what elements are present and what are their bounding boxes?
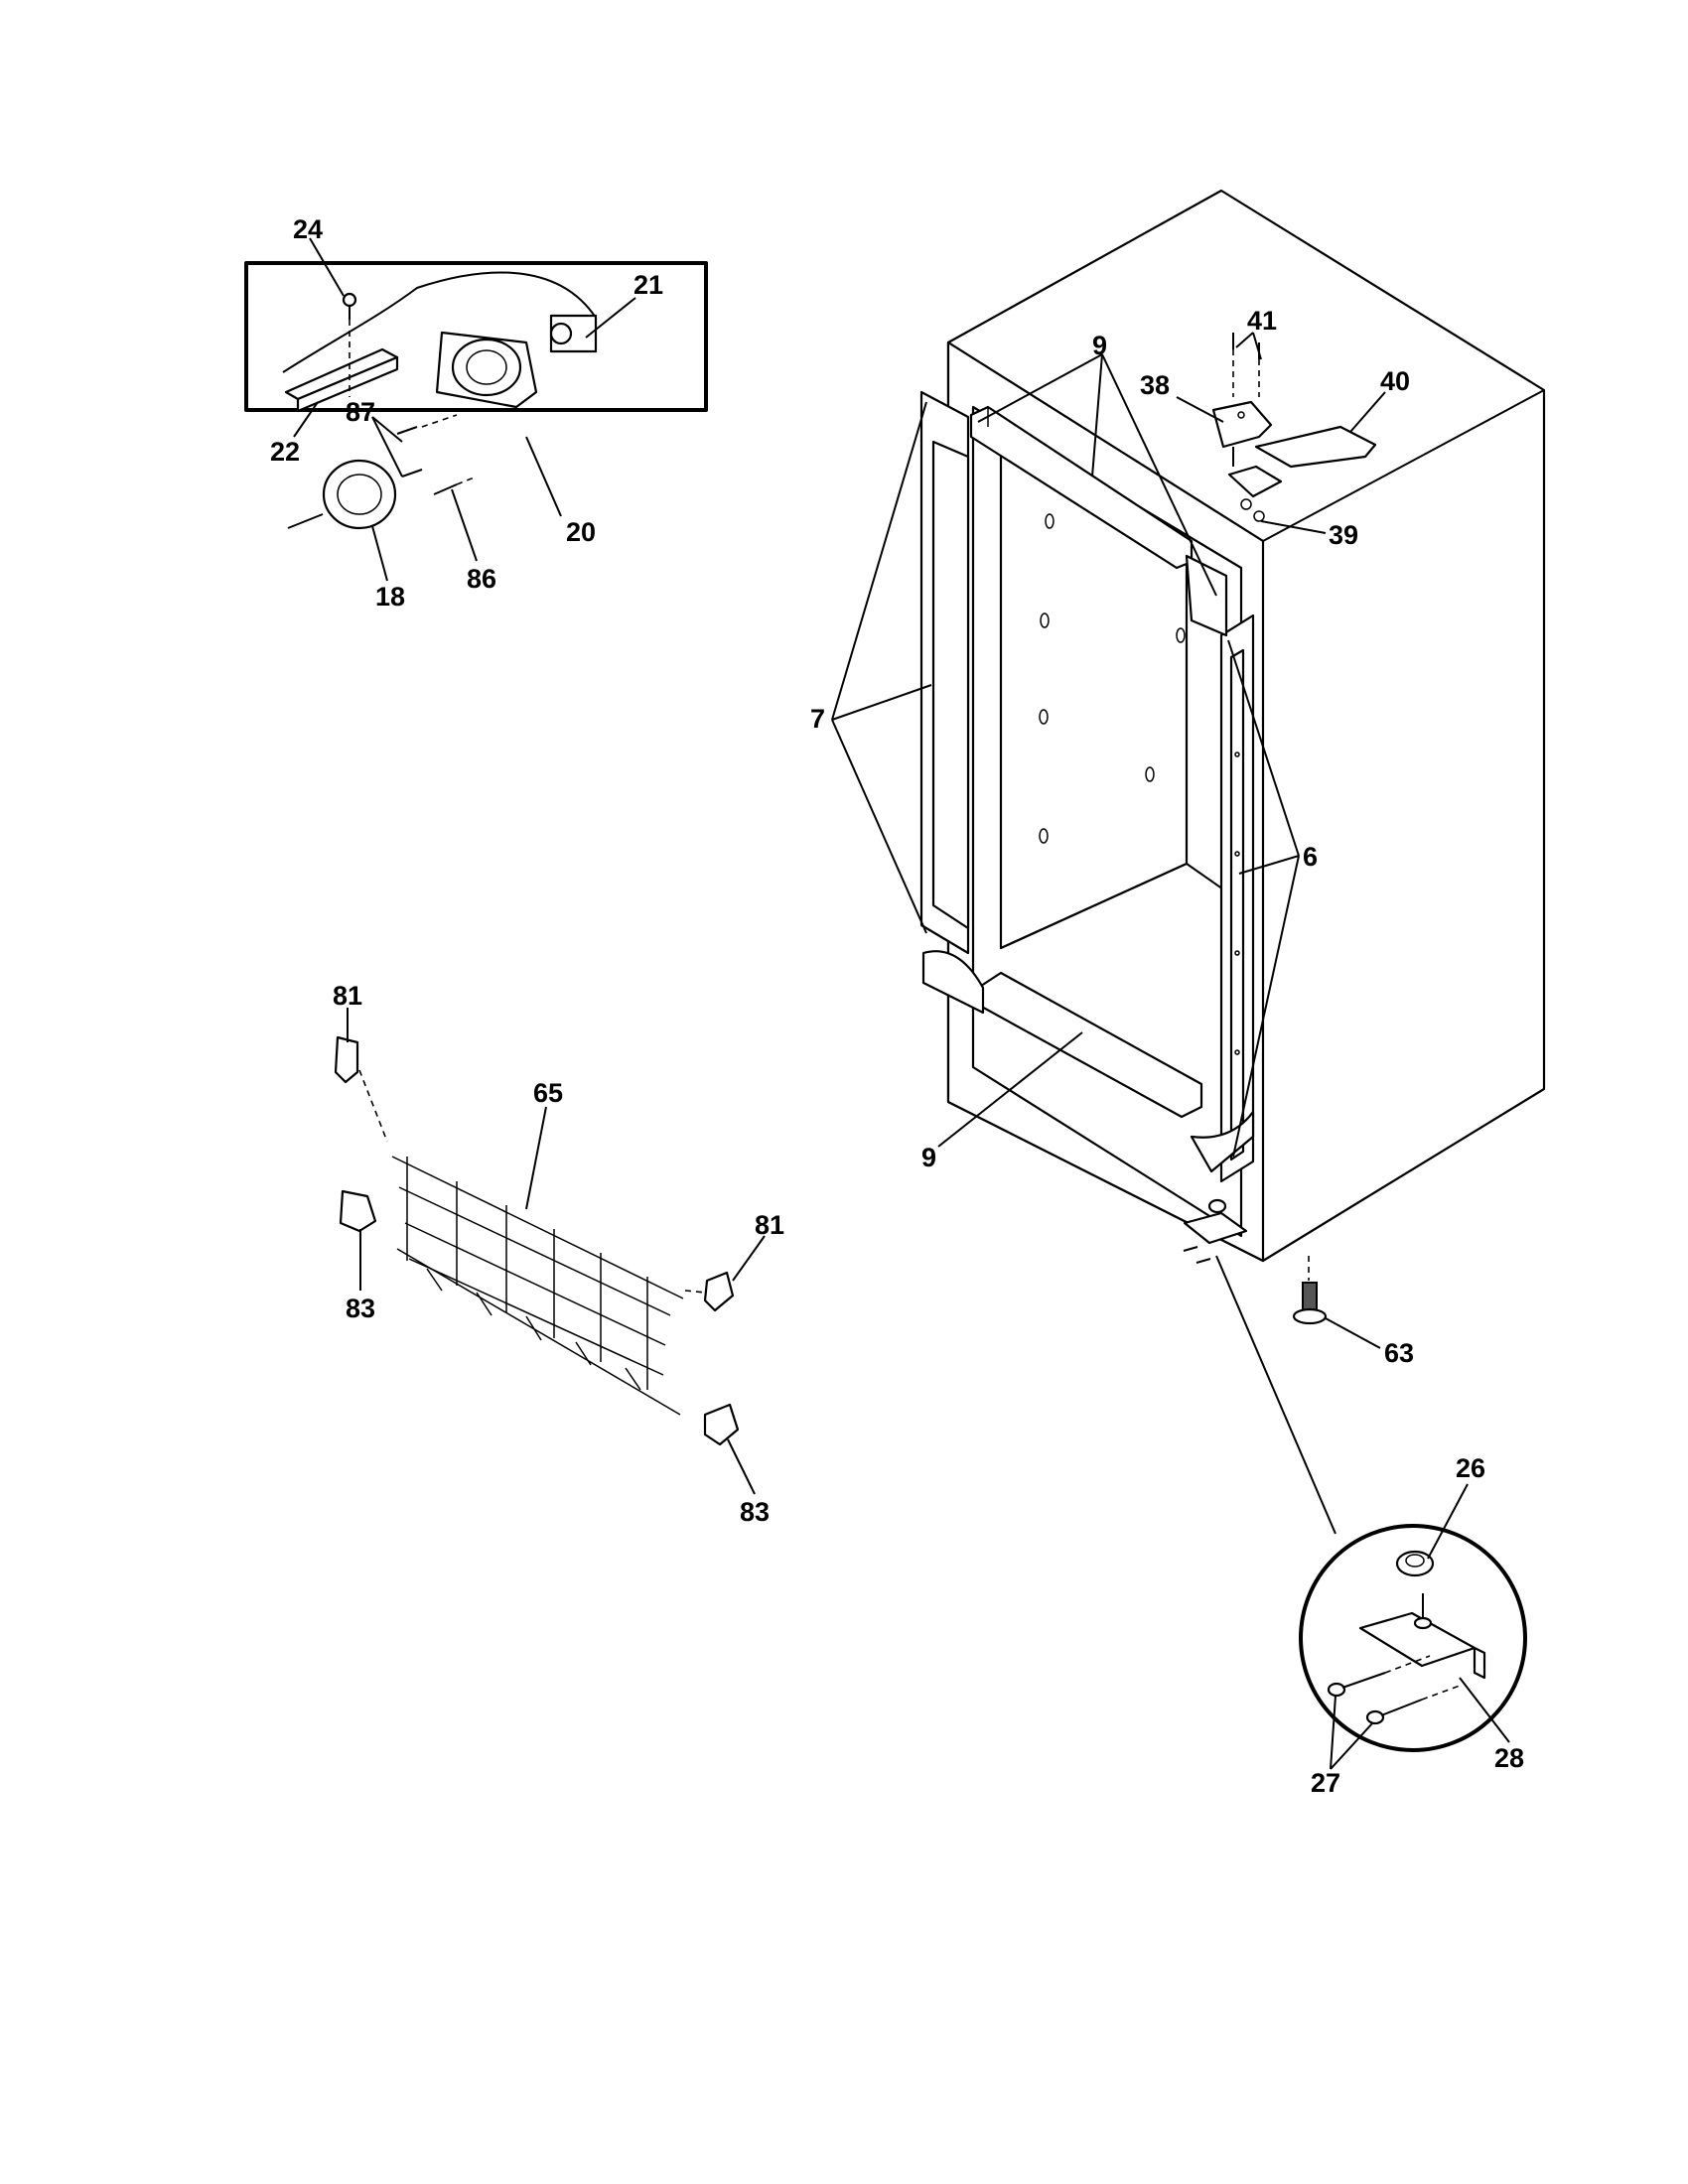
part-18-fan-blade: [287, 459, 397, 530]
part-21-motor: [549, 314, 598, 353]
part-83-clip-lower-left: [339, 1189, 377, 1233]
callout-81-right: 81: [755, 1210, 784, 1240]
part-83-clip-right: [703, 1403, 740, 1446]
part-20-shroud: [435, 331, 538, 409]
fan-assembly-inset: [244, 261, 708, 530]
callout-26: 26: [1456, 1453, 1485, 1483]
part-65-wire-basket: [391, 1156, 684, 1416]
part-6-right-breaker: [1219, 614, 1255, 1183]
callout-21: 21: [633, 270, 663, 300]
callout-labels: 24 21 22 87 20 86 18 9 41 38 40 39 7 6 9…: [270, 214, 1524, 1798]
callout-39: 39: [1329, 520, 1358, 550]
part-63-leveling-leg: [1292, 1256, 1328, 1325]
leader-lines: [293, 237, 1510, 1770]
callout-38: 38: [1140, 370, 1170, 400]
part-26-28-bottom-hinge-small: [1183, 1198, 1248, 1264]
callout-87: 87: [346, 397, 375, 427]
part-38-hinge: [1211, 400, 1273, 467]
callout-40: 40: [1380, 366, 1410, 396]
callout-9-top: 9: [1092, 331, 1107, 360]
part-81-clip-right: [684, 1271, 735, 1312]
callout-65: 65: [533, 1078, 563, 1108]
detail-callout-line: [1215, 1255, 1336, 1535]
callout-27: 27: [1311, 1768, 1340, 1798]
part-40-hinge-cover: [1254, 425, 1377, 469]
callout-22: 22: [270, 437, 300, 467]
hinge-detail-circle: [1299, 1524, 1527, 1752]
callout-63: 63: [1384, 1338, 1414, 1368]
callout-28: 28: [1494, 1743, 1524, 1773]
freezer-cabinet: [919, 189, 1546, 1325]
callout-83-right: 83: [740, 1497, 770, 1527]
part-81-clip-upper-left: [334, 1035, 388, 1143]
callout-9-bottom: 9: [921, 1143, 936, 1172]
callout-24: 24: [293, 214, 323, 244]
part-24-screw: [342, 292, 357, 397]
corner-block-top-right: [1185, 554, 1228, 637]
callout-6: 6: [1303, 842, 1318, 872]
part-7-left-breaker: [919, 390, 970, 955]
part-28-hinge-plate: [1358, 1593, 1486, 1680]
part-39-hinge-block: [1227, 465, 1283, 522]
part-27-screws: [1327, 1655, 1461, 1725]
callout-86: 86: [467, 564, 496, 594]
fan-wire: [282, 271, 597, 373]
callout-18: 18: [375, 582, 405, 612]
callout-20: 20: [566, 517, 596, 547]
part-86-screw: [433, 476, 478, 495]
part-9-bottom-breaker: [921, 950, 1255, 1173]
callout-83-left: 83: [346, 1294, 375, 1323]
liner-holes: [1039, 513, 1186, 844]
callout-41: 41: [1247, 306, 1277, 336]
part-26-hinge-cap: [1395, 1550, 1435, 1577]
callout-7: 7: [810, 704, 825, 734]
part-87-screws: [396, 414, 458, 478]
callout-81-left: 81: [333, 981, 362, 1011]
